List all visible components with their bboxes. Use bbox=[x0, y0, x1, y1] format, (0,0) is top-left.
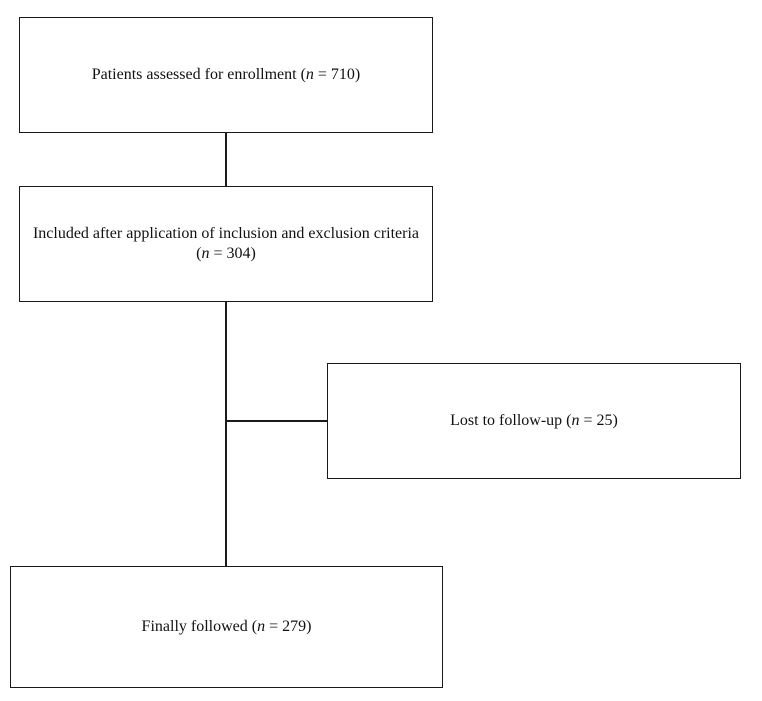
box-included-text: Included after application of inclusion … bbox=[32, 225, 420, 262]
connector-branch-to-lost bbox=[226, 420, 328, 422]
box-followed-text: Finally followed (n = 279) bbox=[141, 618, 312, 635]
connector-assessed-to-included bbox=[225, 131, 227, 187]
box-lost-to-follow-up: Lost to follow-up (n = 25) bbox=[327, 363, 741, 479]
connector-included-to-followed bbox=[225, 300, 227, 568]
box-lost-text: Lost to follow-up (n = 25) bbox=[450, 412, 618, 429]
box-assessed-for-enrollment: Patients assessed for enrollment (n = 71… bbox=[19, 17, 433, 133]
box-assessed-text: Patients assessed for enrollment (n = 71… bbox=[91, 66, 361, 83]
box-finally-followed: Finally followed (n = 279) bbox=[10, 566, 443, 688]
box-included-after-criteria: Included after application of inclusion … bbox=[19, 186, 433, 302]
